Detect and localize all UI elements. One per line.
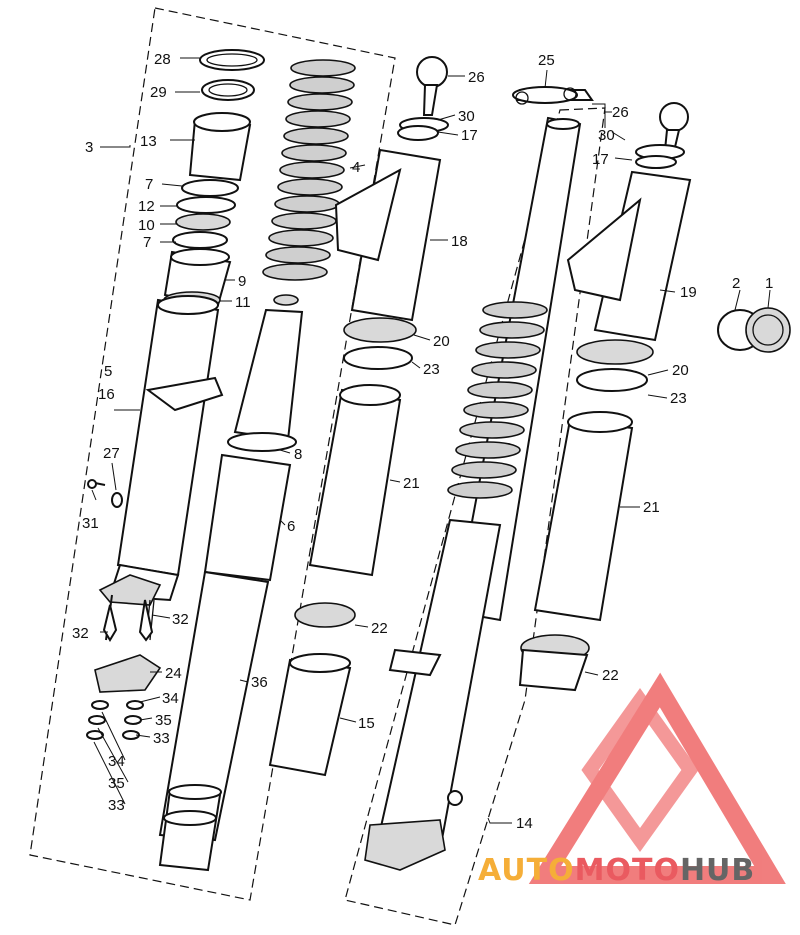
- callout-6: 6: [287, 518, 295, 535]
- callout-26-left: 26: [468, 69, 485, 86]
- leader-lines: [91, 57, 771, 824]
- main-spring: [262, 59, 356, 281]
- callout-10: 10: [138, 217, 155, 234]
- callout-23-right: 23: [670, 390, 687, 407]
- right-fork-group-boundary: [344, 107, 606, 926]
- callout-3: 3: [85, 139, 93, 156]
- callout-34b: 34: [108, 753, 125, 770]
- callout-26-right: 26: [612, 104, 629, 121]
- callout-7a: 7: [145, 176, 153, 193]
- callout-22-left: 22: [371, 620, 388, 637]
- callout-11: 11: [235, 294, 251, 311]
- callout-21-right: 21: [643, 499, 660, 516]
- callout-30-right: 30: [598, 127, 615, 144]
- callout-1: 1: [765, 275, 773, 292]
- callout-7b: 7: [143, 234, 151, 251]
- callout-15: 15: [358, 715, 375, 732]
- callout-5: 5: [104, 363, 112, 380]
- callout-8: 8: [294, 446, 302, 463]
- callout-16: 16: [98, 386, 115, 403]
- callout-35b: 35: [108, 775, 125, 792]
- callout-24: 24: [165, 665, 182, 682]
- right-outer-leg: [364, 89, 594, 871]
- right-upper-cover: [512, 86, 692, 692]
- automotohub-watermark: AUTOMOTOHUB: [478, 672, 786, 888]
- watermark-text-hub: HUB: [680, 853, 755, 888]
- callout-23-left: 23: [423, 361, 440, 378]
- callout-21-left: 21: [403, 475, 420, 492]
- callout-30-left: 30: [458, 108, 475, 125]
- callout-31: 31: [82, 515, 99, 532]
- left-fork-assembly: [86, 49, 265, 740]
- watermark-triangle-inner: [581, 687, 699, 853]
- callout-12: 12: [138, 198, 155, 215]
- callout-32-left: 32: [72, 625, 89, 642]
- callout-labels: 28 29 3 13 7 12 10 7 9 11 4 5 16 27 31 3…: [72, 51, 773, 832]
- callout-32-right: 32: [172, 611, 189, 628]
- callout-25: 25: [538, 52, 555, 69]
- left-fork-group-boundary: [29, 7, 396, 901]
- callout-29: 29: [150, 84, 167, 101]
- callout-17-right: 17: [592, 151, 609, 168]
- inner-tube-assembly: [158, 294, 304, 872]
- callout-22-right: 22: [602, 667, 619, 684]
- right-caps: [717, 307, 791, 353]
- callout-17-left: 17: [461, 127, 478, 144]
- callout-35a: 35: [155, 712, 172, 729]
- callout-36: 36: [251, 674, 268, 691]
- callout-33a: 33: [153, 730, 170, 747]
- callout-19: 19: [680, 284, 697, 301]
- callout-18: 18: [451, 233, 468, 250]
- callout-34a: 34: [162, 690, 179, 707]
- callout-9: 9: [238, 273, 246, 290]
- callout-4: 4: [352, 159, 360, 176]
- callout-28: 28: [154, 51, 171, 68]
- callout-13: 13: [140, 133, 157, 150]
- callout-20-right: 20: [672, 362, 689, 379]
- callout-27: 27: [103, 445, 120, 462]
- callout-33b: 33: [108, 797, 125, 814]
- callout-14: 14: [516, 815, 533, 832]
- watermark-text-auto: AUTO: [478, 853, 575, 888]
- callout-2: 2: [732, 275, 740, 292]
- svg-text:AUTOMOTOHUB: AUTOMOTOHUB: [478, 853, 755, 888]
- left-upper-cover: [268, 56, 449, 777]
- watermark-text-moto: MOTO: [575, 853, 680, 888]
- callout-20-left: 20: [433, 333, 450, 350]
